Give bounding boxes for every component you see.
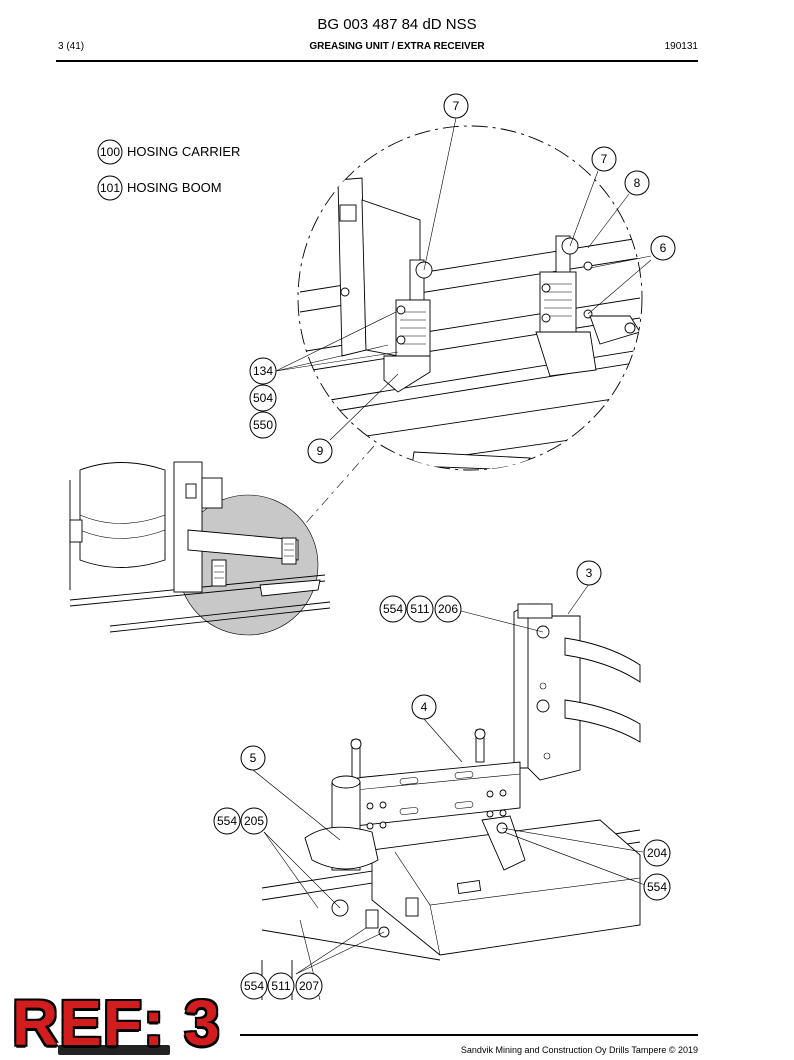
callout-554-d: 554 [240,972,268,1000]
svg-text:7: 7 [601,152,608,166]
date-code: 190131 [664,41,698,52]
section-title: GREASING UNIT / EXTRA RECEIVER [309,41,485,52]
legend-num: 101 [100,181,120,195]
legend-label: HOSING CARRIER [127,144,240,159]
svg-text:204: 204 [647,846,667,860]
ref-stamp: REF: 3 [12,987,221,1059]
header-rule [56,60,698,62]
callout-207: 207 [295,972,323,1000]
svg-text:206: 206 [438,602,458,616]
svg-text:134: 134 [253,364,273,378]
svg-text:207: 207 [299,979,319,993]
svg-text:4: 4 [421,700,428,714]
detail-view [275,117,652,471]
callout-554-c: 554 [643,873,671,901]
overview-thumbnail [69,461,331,636]
callout-7b: 7 [591,146,617,172]
legend-item-hosing-boom: 101 [97,175,123,201]
callout-204: 204 [643,839,671,867]
svg-text:554: 554 [217,814,237,828]
svg-text:511: 511 [271,979,290,993]
callout-554-a: 554 [379,595,407,623]
logo-bar [58,1045,170,1055]
callout-550: 550 [249,411,277,439]
svg-text:8: 8 [634,176,641,190]
footer-copyright: Sandvik Mining and Construction Oy Drill… [460,1045,698,1055]
svg-text:554: 554 [244,979,264,993]
callout-9: 9 [307,438,333,464]
callout-7a: 7 [443,93,469,119]
svg-text:7: 7 [453,99,460,113]
callout-6: 6 [650,235,676,261]
footer-rule [240,1034,698,1036]
svg-text:205: 205 [244,814,264,828]
legend-item-hosing-carrier: 100 [97,139,123,165]
svg-text:511: 511 [410,602,429,616]
callout-5: 5 [240,745,266,771]
svg-text:9: 9 [317,444,324,458]
callout-511-b: 511 [267,972,295,1000]
document-number: BG 003 487 84 dD NSS [317,16,477,33]
callout-205: 205 [240,807,268,835]
callout-134: 134 [249,357,277,385]
callout-4: 4 [411,694,437,720]
callout-504: 504 [249,384,277,412]
svg-text:6: 6 [660,241,667,255]
callout-554-b: 554 [213,807,241,835]
legend-num: 100 [100,145,120,159]
svg-text:554: 554 [383,602,403,616]
main-assembly [252,583,646,1001]
callout-206: 206 [434,595,462,623]
callout-511-a: 511 [406,595,434,623]
svg-text:3: 3 [586,566,593,580]
callout-3: 3 [576,560,602,586]
svg-text:554: 554 [647,880,667,894]
callout-8: 8 [624,170,650,196]
svg-text:550: 550 [253,418,273,432]
legend-label: HOSING BOOM [127,180,222,195]
svg-text:504: 504 [253,391,273,405]
svg-text:5: 5 [250,751,257,765]
page-number: 3 (41) [58,41,85,52]
